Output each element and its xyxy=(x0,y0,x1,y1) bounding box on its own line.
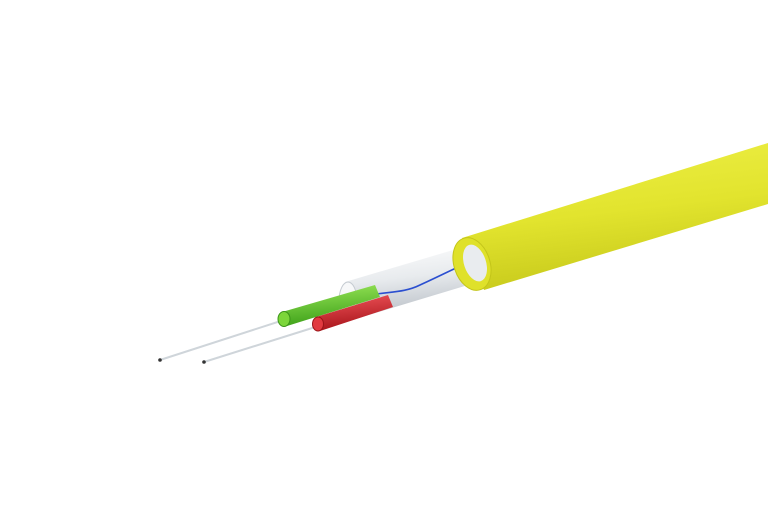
fiber-tip-2 xyxy=(202,360,206,364)
bare-fiber-2 xyxy=(203,323,326,363)
cable-jacket xyxy=(452,143,768,291)
fiber-tip-1 xyxy=(158,358,162,362)
bare-fiber-1 xyxy=(159,317,291,361)
green-fiber xyxy=(277,285,380,327)
red-fiber xyxy=(312,295,393,332)
